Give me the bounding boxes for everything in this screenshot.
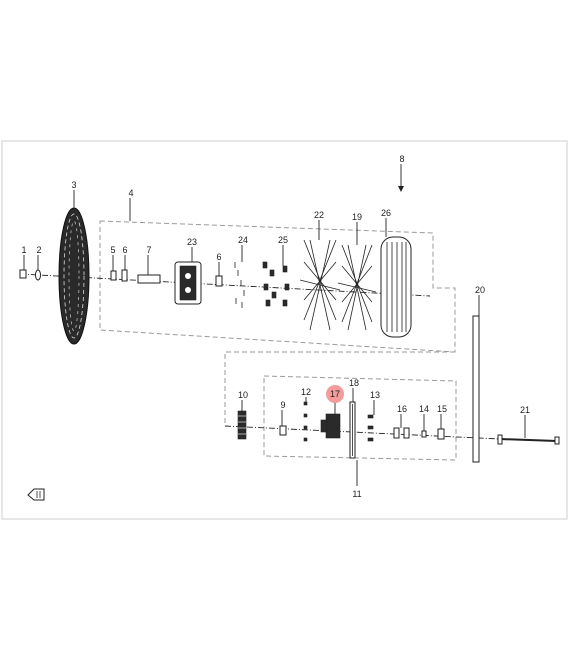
part-15-collar[interactable] bbox=[437, 428, 445, 440]
label-25[interactable]: 25 bbox=[278, 235, 288, 245]
rear-axle-axis bbox=[224, 425, 501, 440]
label-5[interactable]: 5 bbox=[110, 245, 115, 255]
label-19[interactable]: 19 bbox=[352, 212, 362, 222]
part-21-axle[interactable] bbox=[497, 434, 560, 445]
label-16[interactable]: 16 bbox=[397, 404, 407, 414]
connector-dash bbox=[224, 351, 455, 426]
label-13[interactable]: 13 bbox=[370, 390, 380, 400]
label-21[interactable]: 21 bbox=[520, 405, 530, 415]
label-22[interactable]: 22 bbox=[314, 210, 324, 220]
label-14[interactable]: 14 bbox=[419, 404, 429, 414]
label-18[interactable]: 18 bbox=[349, 378, 359, 388]
label-20[interactable]: 20 bbox=[475, 285, 485, 295]
label-15[interactable]: 15 bbox=[437, 404, 447, 414]
part-16-bearings[interactable] bbox=[393, 427, 410, 439]
label-11[interactable]: 11 bbox=[352, 489, 361, 499]
part-26-rim[interactable] bbox=[380, 236, 412, 338]
part-14-seal[interactable] bbox=[421, 430, 427, 438]
label-2[interactable]: 2 bbox=[36, 245, 41, 255]
part-25-spoke-set[interactable] bbox=[262, 261, 290, 307]
part-23-hub[interactable] bbox=[174, 261, 202, 305]
label-10[interactable]: 10 bbox=[238, 390, 248, 400]
part-19-spokes[interactable] bbox=[337, 244, 377, 331]
part-7-sleeve[interactable] bbox=[137, 274, 161, 284]
arrow-8 bbox=[398, 186, 404, 192]
part-5-bearing[interactable] bbox=[110, 270, 117, 281]
label-6a[interactable]: 6 bbox=[122, 245, 127, 255]
part-10-sprocket[interactable] bbox=[237, 410, 247, 440]
label-1[interactable]: 1 bbox=[21, 245, 26, 255]
leader-lines bbox=[23, 164, 526, 486]
label-26[interactable]: 26 bbox=[381, 208, 391, 218]
part-22-spokes[interactable] bbox=[299, 239, 341, 331]
diagram-frame bbox=[1, 140, 568, 520]
label-4[interactable]: 4 bbox=[128, 188, 133, 198]
label-8[interactable]: 8 bbox=[399, 154, 404, 164]
label-6b[interactable]: 6 bbox=[216, 252, 221, 262]
part-3-tire[interactable] bbox=[58, 207, 90, 345]
label-17[interactable]: 17 bbox=[330, 389, 340, 399]
label-24[interactable]: 24 bbox=[238, 235, 248, 245]
part-6-bearing-right[interactable] bbox=[215, 275, 223, 287]
label-12[interactable]: 12 bbox=[301, 387, 311, 397]
front-direction-icon bbox=[27, 488, 45, 501]
part-20-rod[interactable] bbox=[472, 315, 480, 463]
label-9[interactable]: 9 bbox=[280, 400, 285, 410]
group-box-11 bbox=[263, 375, 457, 461]
label-7[interactable]: 7 bbox=[146, 245, 151, 255]
part-6-spacer[interactable] bbox=[121, 269, 128, 282]
label-3[interactable]: 3 bbox=[71, 180, 76, 190]
part-17-sprocket-carrier[interactable] bbox=[320, 413, 341, 439]
highlight-marker-17 bbox=[326, 385, 344, 403]
part-12-bolts[interactable] bbox=[303, 401, 308, 442]
part-9-spacer[interactable] bbox=[279, 425, 287, 436]
label-23[interactable]: 23 bbox=[187, 237, 197, 247]
part-2-washer[interactable] bbox=[35, 269, 41, 281]
part-1-nut[interactable] bbox=[19, 269, 27, 279]
part-labels: 1 2 3 4 5 6 7 23 6 24 25 22 19 26 8 20 2… bbox=[21, 154, 530, 499]
part-13-bolts[interactable] bbox=[367, 414, 374, 442]
part-24-nipples[interactable] bbox=[234, 262, 245, 308]
group-box-4 bbox=[99, 220, 456, 353]
part-18-disc[interactable] bbox=[349, 401, 356, 459]
